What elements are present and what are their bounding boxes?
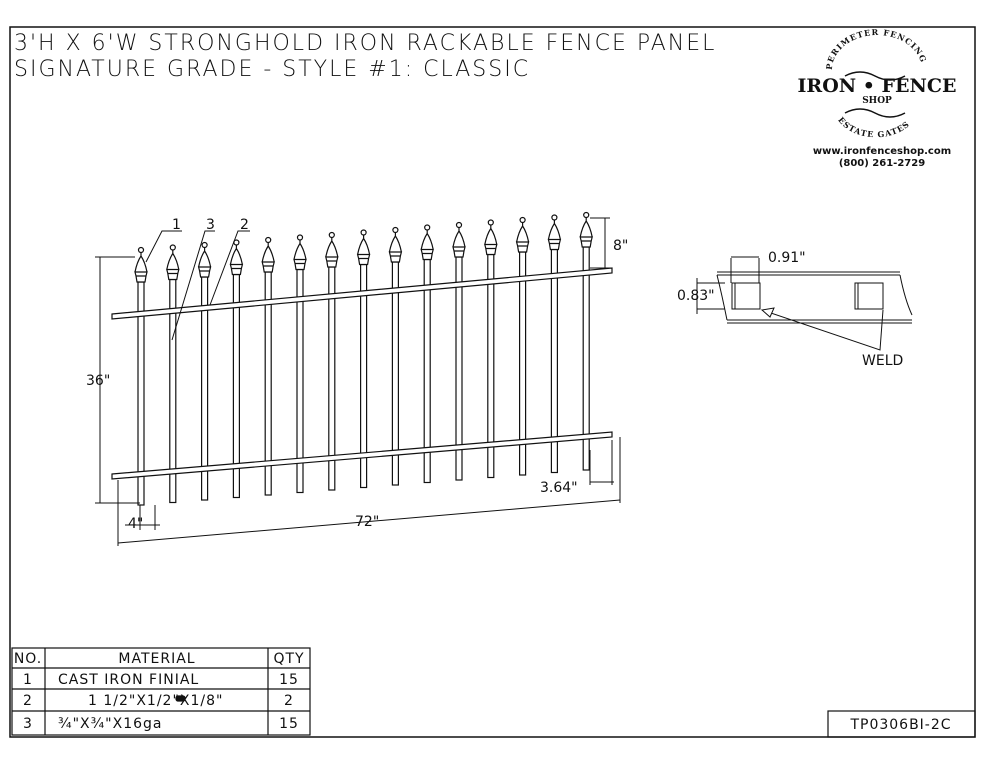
finial-icon — [229, 244, 244, 276]
top-rail — [111, 267, 613, 320]
rail-detail — [696, 256, 913, 351]
row-1-material: CAST IRON FINIAL — [58, 672, 199, 688]
picket — [356, 229, 371, 489]
callout-3: 3 — [206, 217, 215, 233]
logo-phone: (800) 261-2729 — [839, 158, 925, 169]
finial-ball — [296, 234, 304, 241]
picket — [293, 234, 307, 494]
dim-end-gap: 3.64" — [540, 480, 578, 496]
finial-icon — [579, 217, 593, 248]
finial-ball — [169, 244, 176, 251]
dim-hole-width: 0.91" — [768, 250, 806, 266]
logo-top-arc: PERIMETER FENCING — [824, 27, 928, 70]
table-header-qty: QTY — [273, 651, 304, 667]
finial-icon — [452, 227, 466, 258]
svg-text:PERIMETER FENCING: PERIMETER FENCING — [824, 27, 929, 70]
drawing-number: TP0306BI-2C — [849, 717, 951, 733]
picket — [452, 221, 466, 481]
picket — [325, 231, 339, 491]
picket — [515, 216, 530, 476]
table-header-no: NO. — [14, 651, 42, 667]
picket — [229, 239, 244, 499]
row-3-material: ¾"X¾"X16ga — [58, 716, 162, 732]
dim-spacing: 4" — [128, 516, 143, 532]
bottom-rail — [111, 431, 613, 480]
picket — [547, 214, 562, 474]
logo-bottom-arc: ESTATE GATES — [836, 115, 910, 139]
callout-1: 1 — [172, 217, 181, 233]
finial-icon — [356, 234, 371, 266]
finial-icon — [420, 229, 434, 261]
finial-ball — [328, 231, 335, 239]
row-3-qty: 15 — [279, 716, 299, 732]
drawing-number-box — [827, 710, 976, 738]
logo-sub: SHOP — [862, 96, 892, 106]
picket — [579, 211, 593, 471]
finial-icon — [197, 247, 212, 278]
logo-flourish-bottom — [844, 108, 906, 118]
picket — [134, 246, 148, 506]
channel-icon — [175, 695, 186, 702]
row-2-no: 2 — [23, 693, 33, 709]
finial-icon — [547, 219, 562, 251]
finial-ball — [265, 236, 272, 244]
callout-2: 2 — [240, 217, 249, 233]
finial-ball — [455, 221, 463, 229]
finial-ball — [360, 229, 367, 236]
finial-ball — [583, 211, 590, 219]
iron-fence-shop-logo: PERIMETER FENCING IRON • FENCE SHOP ESTA… — [798, 27, 957, 169]
finial-icon — [166, 249, 180, 281]
picket — [261, 236, 275, 496]
finial-ball — [201, 241, 208, 249]
row-1-no: 1 — [23, 672, 33, 688]
dim-height: 36" — [86, 373, 110, 389]
title-line-2: SIGNATURE GRADE - STYLE #1: CLASSIC — [14, 57, 530, 82]
finial-ball — [551, 214, 558, 221]
title-line-1: 3'H X 6'W STRONGHOLD IRON RACKABLE FENCE… — [14, 31, 716, 56]
weld-label: WELD — [862, 353, 903, 369]
finial-icon — [293, 239, 307, 271]
finial-icon — [515, 222, 530, 253]
dim-width: 72" — [355, 514, 379, 530]
picket — [197, 241, 212, 501]
picket — [388, 226, 403, 486]
row-2-qty: 2 — [284, 693, 294, 709]
finial-icon — [388, 232, 403, 263]
finial-ball — [519, 216, 526, 224]
finial-icon — [325, 237, 339, 268]
sheet-border — [9, 26, 976, 738]
finial-ball — [137, 246, 145, 254]
dim-hole-height: 0.83" — [677, 288, 715, 304]
row-1-qty: 15 — [279, 672, 299, 688]
materials-table — [11, 647, 311, 736]
picket — [484, 219, 498, 479]
finial-ball — [424, 224, 431, 231]
finial-ball — [392, 226, 399, 234]
rails — [111, 267, 613, 480]
row-2-material: 1 1/2"X1/2"X1/8" — [88, 693, 223, 709]
row-3-no: 3 — [23, 716, 33, 732]
callout-leaders — [145, 230, 250, 341]
dim-finial-height: 8" — [613, 238, 628, 254]
logo-website: www.ironfenceshop.com — [813, 146, 951, 157]
fence-panel — [134, 211, 593, 506]
picket — [166, 244, 180, 504]
table-header-material: MATERIAL — [118, 651, 195, 667]
svg-text:ESTATE GATES: ESTATE GATES — [836, 115, 911, 139]
logo-name: IRON • FENCE — [798, 75, 957, 97]
dimension-lines — [95, 217, 621, 546]
finial-ball — [487, 219, 494, 226]
finial-icon — [484, 224, 498, 256]
finial-icon — [134, 252, 148, 283]
picket — [420, 224, 434, 484]
logo-flourish-top — [844, 71, 906, 81]
finial-icon — [261, 242, 275, 273]
